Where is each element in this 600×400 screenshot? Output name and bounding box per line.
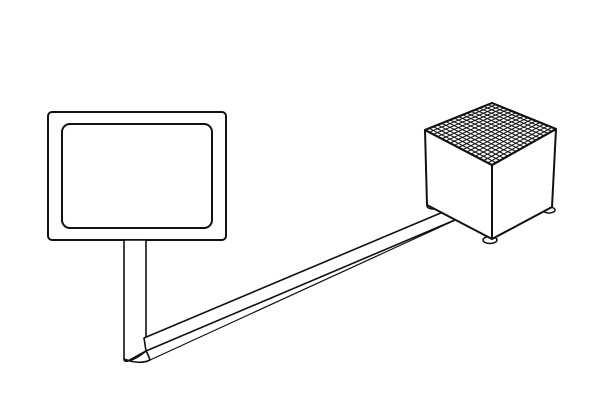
grid-line (462, 114, 529, 146)
grid-line (470, 110, 537, 141)
cube-top-outline (424, 102, 557, 166)
grid-line (462, 117, 529, 151)
grid-line (478, 123, 545, 159)
cube-device (424, 102, 557, 245)
grid-line (487, 104, 553, 132)
grid-line (478, 107, 545, 137)
grid-line (483, 105, 549, 134)
monitor (47, 111, 227, 241)
grid-line (474, 122, 541, 157)
cable-vertical-segment (123, 239, 147, 363)
grid-line (487, 126, 553, 164)
ribbon-cable (123, 206, 463, 364)
grid-line (466, 112, 533, 143)
cable-fold (123, 350, 151, 364)
grid-line (458, 116, 525, 148)
grid-line (466, 118, 533, 153)
grid-line (483, 125, 549, 162)
grid-line (474, 109, 541, 139)
grid-line (470, 120, 537, 155)
monitor-screen (61, 123, 213, 229)
cable-inner-line (149, 216, 463, 361)
cube-top-grid (428, 104, 553, 164)
